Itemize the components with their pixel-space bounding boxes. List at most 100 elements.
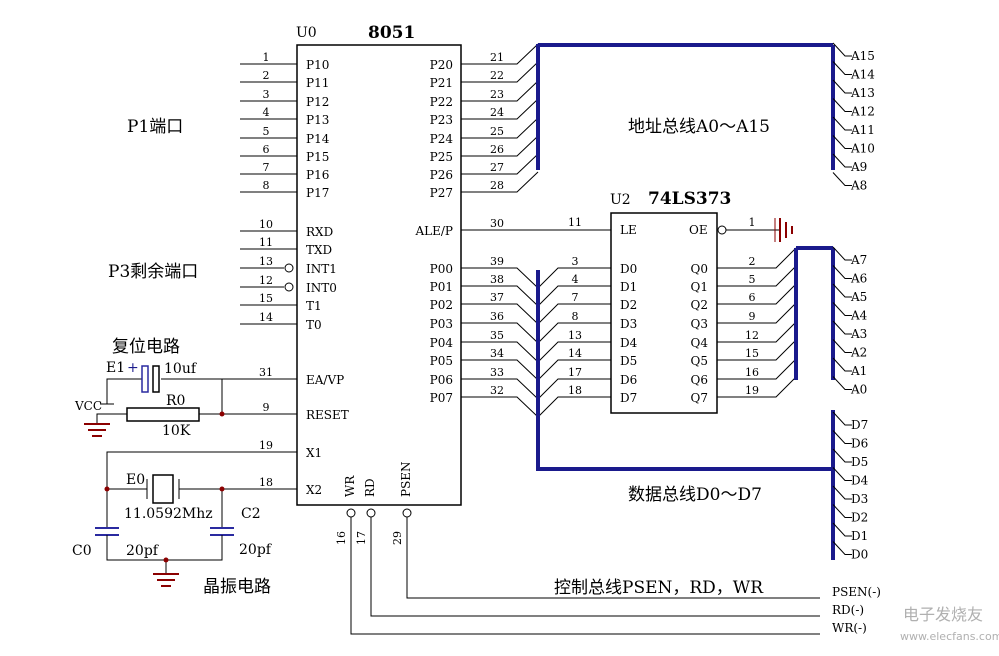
bus-to-d1 (537, 285, 611, 307)
data-line-d6 (832, 430, 852, 444)
x1-junction (104, 486, 110, 492)
e1-label: E1 (106, 360, 125, 376)
addr-lo-line-a2 (832, 339, 852, 353)
e0-label: E0 (126, 472, 145, 488)
addr-lo-label-a3: A3 (850, 327, 867, 341)
u0-pin-num-21: 21 (490, 51, 504, 64)
u0-pin-label-p10: P10 (306, 58, 329, 72)
u0-pin-label-psen: PSEN (399, 461, 413, 497)
addr-lo-label-a4: A4 (850, 309, 868, 323)
addr-lo-line-a5 (832, 283, 852, 298)
u2-d-pin-num-13: 13 (568, 329, 582, 342)
addr-lo-line-a6 (832, 265, 852, 279)
addr-lo-line-a7 (832, 246, 852, 261)
u0-pin-label-p03: P03 (430, 317, 453, 331)
u2-q-pin-num-6: 6 (749, 291, 756, 304)
addr-line-5 (461, 135, 539, 157)
u0-pin-label-reset: RESET (306, 408, 349, 422)
bus-to-d0 (537, 267, 611, 289)
data-line-d3 (832, 485, 852, 500)
u0-pin-label-p15: P15 (306, 150, 329, 164)
r0-to-ground (96, 413, 107, 424)
u2-oe-bubble (717, 225, 727, 235)
c2-label: C2 (241, 506, 261, 522)
q-to-bus-4 (717, 321, 797, 343)
q-to-bus-7 (717, 376, 797, 398)
watermark-text: 电子发烧友 (903, 605, 983, 624)
u0-pin-label-p17: P17 (306, 186, 329, 200)
u0-pin-label-p22: P22 (430, 95, 453, 109)
e1-value: 10uf (164, 361, 198, 377)
u2-d-pin-num-7: 7 (572, 291, 579, 304)
data-line-d5 (832, 448, 852, 463)
u0-pin-num-8: 8 (263, 179, 270, 192)
bus-to-d5 (537, 359, 611, 381)
u0-pin-label-p11: P11 (306, 76, 329, 90)
data-line-d2 (832, 504, 852, 518)
u0-pin-label-p20: P20 (430, 58, 453, 72)
u2-d-pin-num-4: 4 (572, 273, 579, 286)
u0-pin-label-p06: P06 (430, 373, 453, 387)
q-to-bus-5 (717, 339, 797, 361)
data-label-d2: D2 (851, 511, 868, 525)
u2-oe-pin-num: 1 (749, 216, 756, 229)
data-label-d5: D5 (851, 455, 868, 469)
u2-q-pin-num-2: 2 (749, 255, 756, 268)
u0-pin-label-p07: P07 (430, 391, 453, 405)
data-label-d6: D6 (851, 437, 868, 451)
q-to-bus-2 (717, 283, 797, 305)
psen-wire (406, 517, 820, 599)
u0-pin-num-1: 1 (263, 51, 270, 64)
u0-invert-bubble-int0 (284, 282, 294, 292)
u0-pin-label-x2: X2 (306, 483, 322, 497)
data-label-d3: D3 (851, 492, 868, 506)
u0-pin-num-32: 32 (490, 384, 504, 397)
p0-to-bus-7 (461, 396, 539, 418)
e1-plus: + (127, 360, 139, 376)
addr-hi-line-a10 (832, 135, 852, 149)
u2-label-d4: D4 (620, 336, 638, 350)
ea-reset-wire (221, 378, 240, 414)
u0-pin-num-16: 16 (335, 531, 348, 545)
u0-pin-label-p04: P04 (430, 336, 454, 350)
u0-pin-num-17: 17 (355, 531, 368, 545)
u0-ctrl-bubble-psen (402, 508, 412, 518)
bus-to-d2 (537, 303, 611, 325)
u0-pin-num-22: 22 (490, 69, 504, 82)
q-to-bus-1 (717, 265, 797, 287)
addr-hi-label-a13: A13 (850, 86, 875, 100)
u0-ctrl-bubble-rd (366, 508, 376, 518)
xtal-body (152, 474, 174, 504)
u0-pin-num-28: 28 (490, 179, 504, 192)
p1-port-label: P1端口 (127, 117, 183, 137)
addr-line-4 (461, 117, 539, 139)
u0-pin-num-37: 37 (490, 291, 504, 304)
u2-q-pin-num-5: 5 (749, 273, 756, 286)
control-bus-label: 控制总线PSEN，RD，WR (554, 578, 764, 598)
u0-pin-num-26: 26 (490, 143, 504, 156)
u0-pin-label-p23: P23 (430, 113, 453, 127)
reset-circuit-label: 复位电路 (112, 337, 180, 357)
u2-label-q6: Q6 (691, 373, 708, 387)
u0-pin-label-txd: TXD (306, 243, 332, 257)
u2-label-q2: Q2 (691, 298, 708, 312)
u2-oe-label: OE (689, 223, 708, 237)
u2-q-pin-num-19: 19 (745, 384, 759, 397)
u0-pin-num-11: 11 (259, 236, 273, 249)
u0-pin-label-wr: WR (343, 475, 357, 497)
watermark-url: www.elecfans.com (900, 630, 999, 643)
addr-lo-label-a6: A6 (850, 272, 867, 286)
addr-line-2 (461, 80, 539, 102)
ctrl-label-2: WR(-) (832, 621, 867, 635)
u0-pin-num-35: 35 (490, 329, 504, 342)
u0-pin-label-p25: P25 (430, 150, 453, 164)
vcc-label: VCC (74, 399, 102, 413)
crystal-cap-bottom-wire (106, 535, 223, 561)
addr-line-1 (461, 61, 539, 83)
u2-label-d6: D6 (620, 373, 637, 387)
u0-pin-num-19: 19 (259, 439, 273, 452)
e1-plate-right (152, 365, 160, 393)
data-bus-rail (536, 270, 833, 471)
